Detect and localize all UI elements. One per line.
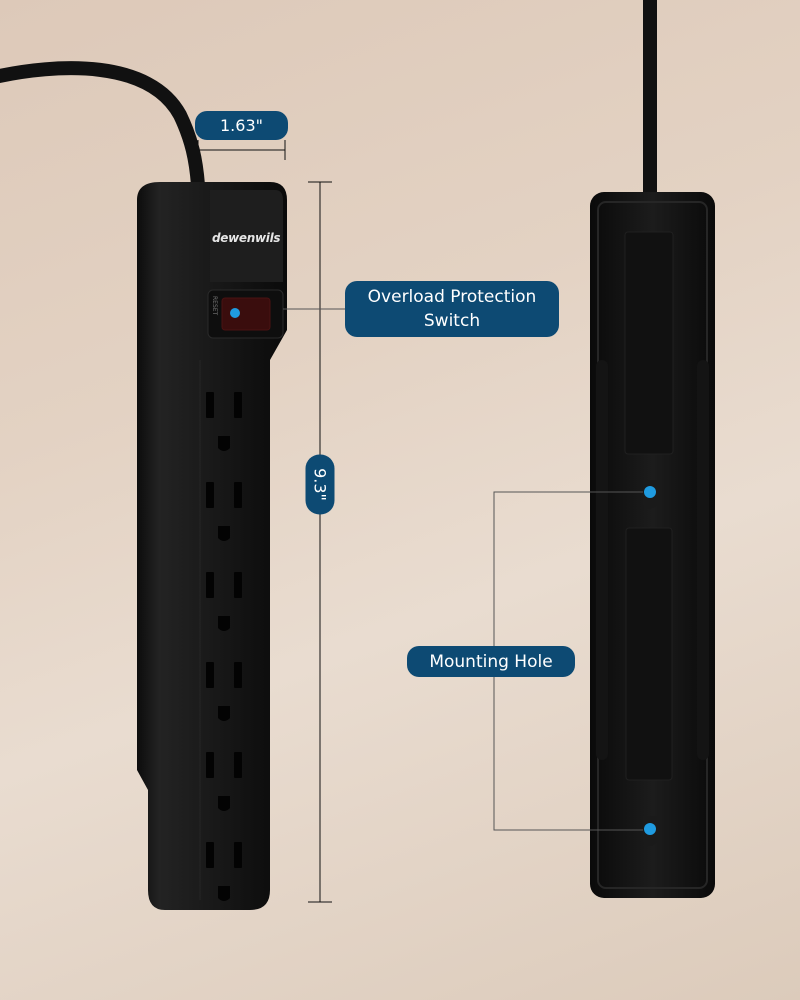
switch-callout-line1: Overload Protection <box>367 287 537 307</box>
overload-switch-callout: Overload Protection Switch <box>345 281 559 337</box>
mounting-hole-callout: Mounting Hole <box>407 646 575 677</box>
outlet <box>206 662 242 721</box>
brand-logo: dewenwils <box>212 231 281 245</box>
switch-marker <box>230 308 240 318</box>
power-strip-front <box>137 182 287 910</box>
outlet <box>206 482 242 541</box>
length-label: 9.3" <box>311 468 330 501</box>
outlet <box>206 392 242 451</box>
mounting-hole-lower-marker <box>644 823 656 835</box>
width-callout: 1.63" <box>195 111 288 140</box>
outlet <box>206 752 242 811</box>
front-power-cord <box>0 61 205 192</box>
mounting-hole-label: Mounting Hole <box>429 651 553 672</box>
length-callout: 9.3" <box>305 454 335 515</box>
switch-callout-line2: Switch <box>423 311 481 331</box>
reset-label: RESET <box>211 296 218 316</box>
outlet <box>206 572 242 631</box>
width-label: 1.63" <box>220 115 263 135</box>
outlet <box>206 842 242 901</box>
power-strip-back <box>590 192 715 898</box>
mounting-hole-upper-marker <box>644 486 656 498</box>
switch-button <box>221 297 271 331</box>
